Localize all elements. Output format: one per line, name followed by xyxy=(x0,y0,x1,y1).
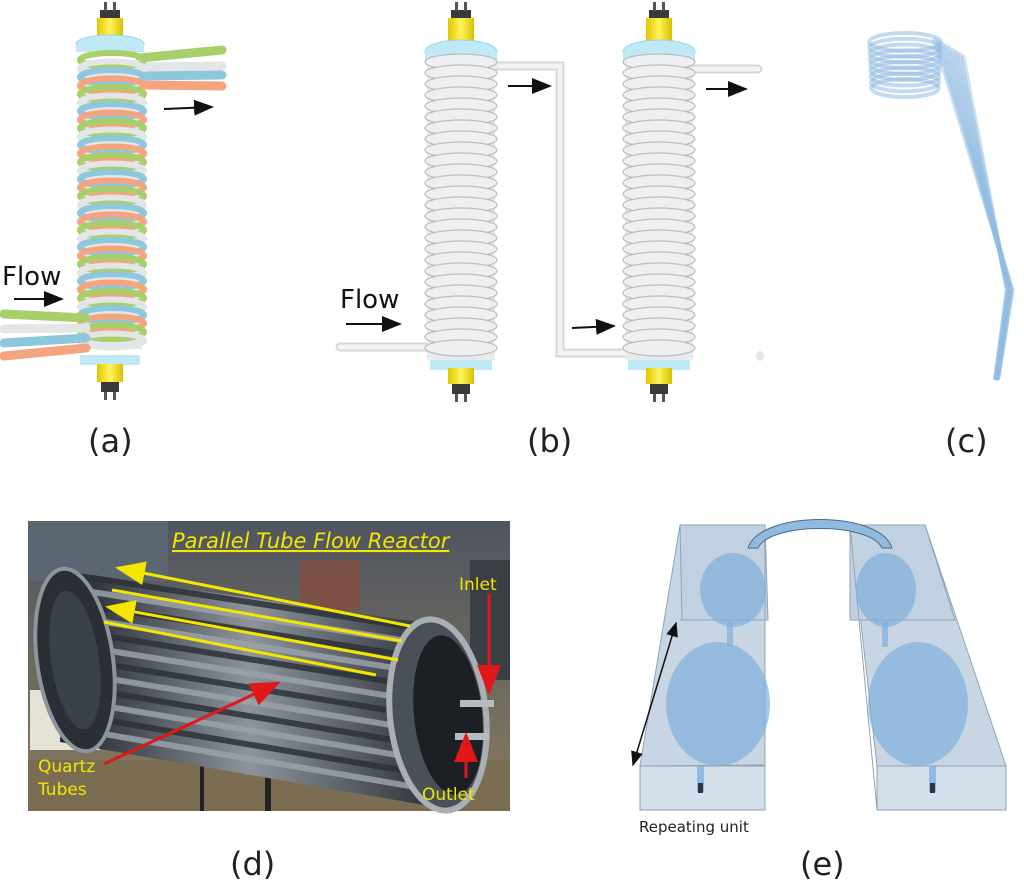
straight-channel xyxy=(943,43,1013,381)
panel-label-b: (b) xyxy=(527,422,572,460)
straight-channel xyxy=(936,39,1014,381)
flow-label-a: Flow xyxy=(2,262,61,292)
spiral-turn xyxy=(868,54,942,77)
repeating-unit-arrow xyxy=(631,621,678,767)
repeating-unit-caption: Repeating unit xyxy=(639,818,749,836)
quartz-tube xyxy=(91,715,431,778)
spiral-turn xyxy=(869,71,941,94)
quartz-tube xyxy=(91,645,431,706)
quartz-tube xyxy=(91,701,431,764)
flow-label-b: Flow xyxy=(340,285,399,315)
spiral-turn xyxy=(867,36,943,59)
tubes-label: Tubes xyxy=(37,780,87,800)
straight-channel xyxy=(946,45,1013,381)
quartz-arrow xyxy=(103,681,281,766)
lamp-bottom-a xyxy=(80,355,140,400)
panel-c-spiral-reactor xyxy=(867,31,1015,381)
inlet-tubes-a xyxy=(0,309,91,361)
spiral-turn xyxy=(867,42,943,65)
spiral-turn xyxy=(868,59,942,82)
photo-title: Parallel Tube Flow Reactor xyxy=(172,529,451,553)
left-block-column xyxy=(639,524,770,811)
spiral-turn xyxy=(867,31,943,53)
flow-arrow-b-mid2 xyxy=(571,318,616,335)
straight-channel xyxy=(950,48,1012,381)
panel-label-a: (a) xyxy=(88,422,133,460)
spiral-turn xyxy=(867,48,943,71)
outlet-label: Outlet xyxy=(422,785,475,805)
straight-channel xyxy=(953,50,1011,381)
panel-label-c: (c) xyxy=(945,422,988,460)
flow-arrow-a-out xyxy=(163,99,214,116)
straight-channel xyxy=(939,41,1014,381)
panel-label-d: (d) xyxy=(230,845,275,883)
outlet-tubes-a xyxy=(135,45,227,91)
panel-d-photo: Parallel Tube Flow Reactor Inlet Outlet … xyxy=(28,521,510,814)
panel-b-reactor: Flow xyxy=(335,2,764,402)
spiral-turn xyxy=(869,77,941,100)
coil-ring xyxy=(424,339,498,357)
panel-a-reactor: Flow xyxy=(0,2,227,400)
straight-channel xyxy=(957,52,1011,381)
inlet-label: Inlet xyxy=(459,575,497,595)
coil-ring xyxy=(622,339,696,357)
spiral-turn xyxy=(868,65,942,88)
quartz-tube xyxy=(91,687,431,749)
quartz-tube xyxy=(91,631,431,691)
lamp-top-a xyxy=(75,2,145,54)
quartz-tube xyxy=(91,729,431,793)
straight-channel xyxy=(932,37,1015,381)
right-block-column xyxy=(849,524,1007,811)
panel-label-e: (e) xyxy=(800,845,845,883)
quartz-tube xyxy=(91,575,431,633)
straight-channel xyxy=(960,54,1010,381)
flow-arrows-d xyxy=(103,561,411,677)
coil-stack-a xyxy=(77,50,147,351)
quartz-label: Quartz xyxy=(38,757,95,777)
panel-e-repeating-unit: Repeating unit xyxy=(631,519,1007,836)
coil-stack-b2 xyxy=(622,53,696,360)
coil-stack-b1 xyxy=(424,53,498,360)
arch-channel xyxy=(747,519,893,549)
quartz-tube xyxy=(91,617,431,677)
